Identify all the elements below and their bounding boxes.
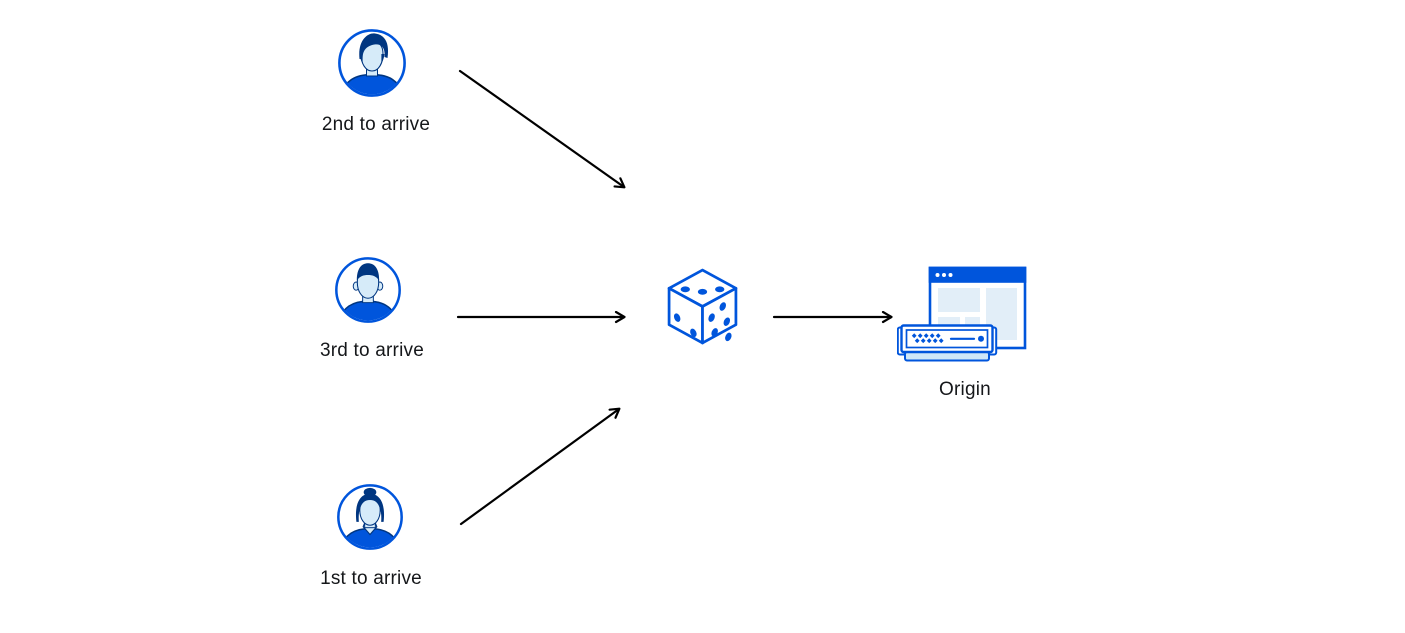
male-avatar-flat-hair-icon	[334, 256, 402, 324]
male-avatar-swept-hair-icon	[337, 28, 407, 98]
client-2nd-label: 2nd to arrive	[321, 114, 431, 135]
origin-label: Origin	[939, 379, 991, 400]
client-3rd-label: 3rd to arrive	[320, 340, 424, 361]
client-2nd-node	[337, 28, 407, 98]
origin-node	[896, 260, 1027, 364]
arrow-client-2nd-to-dice	[458, 69, 624, 187]
client-1st-label: 1st to arrive	[320, 568, 422, 589]
origin-server-browser-icon	[896, 260, 1027, 364]
client-1st-node	[336, 483, 404, 551]
client-3rd-node	[334, 256, 402, 324]
female-avatar-bun-icon	[336, 483, 404, 551]
arrow-client-1st-to-dice	[459, 409, 619, 526]
dice-icon	[666, 267, 739, 346]
dice-node	[666, 267, 739, 346]
